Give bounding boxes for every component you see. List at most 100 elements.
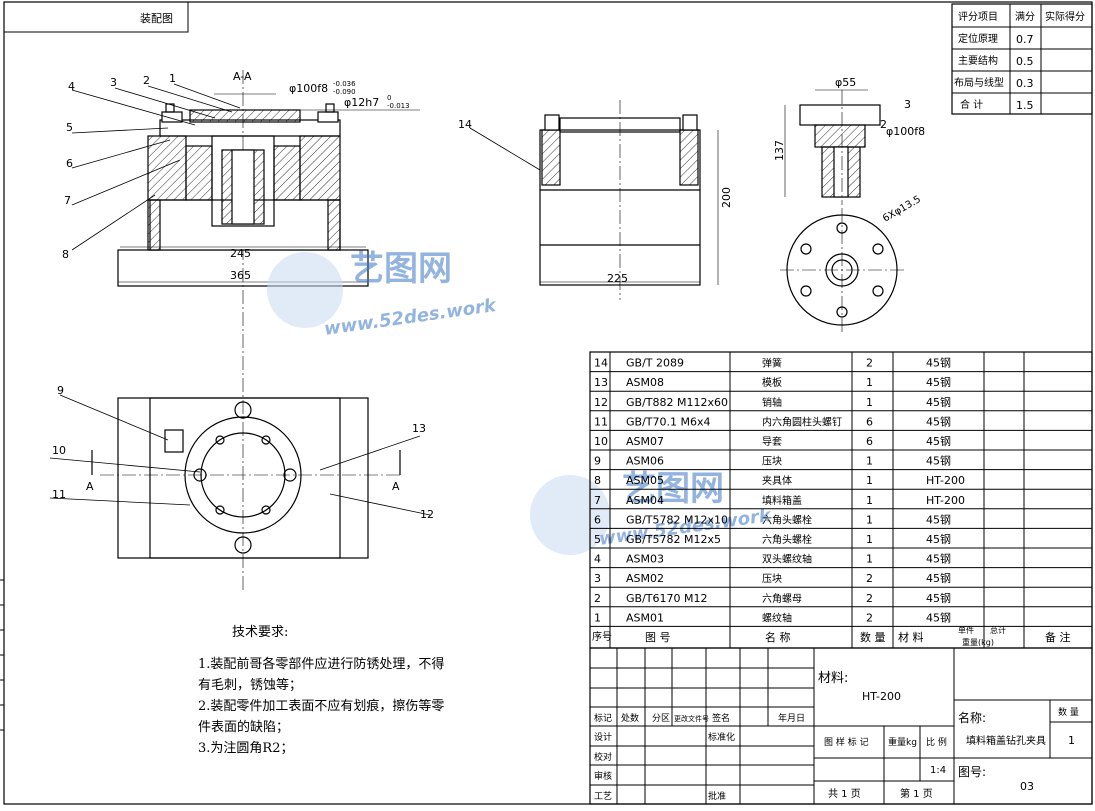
bom-cell-code: GB/T882 M112x60 <box>626 396 728 409</box>
dim-200: 200 <box>720 187 733 208</box>
balloon-5: 5 <box>66 121 73 134</box>
side-section-view <box>784 89 881 205</box>
bom-cell-no: 2 <box>594 592 601 605</box>
bom-header-weight: 重量(kg) <box>962 637 994 647</box>
score-row-full: 1.5 <box>1016 99 1034 112</box>
tb-label: 签名 <box>712 712 730 724</box>
balloon-7: 7 <box>64 194 71 207</box>
bom-cell-material: HT-200 <box>926 474 965 487</box>
bom-cell-code: ASM08 <box>626 376 664 389</box>
bom-header-code: 图 号 <box>645 631 671 644</box>
bom-cell-code: GB/T70.1 M6x4 <box>626 415 710 428</box>
tb-review: 审核 <box>594 770 612 782</box>
bom-cell-no: 14 <box>594 357 608 370</box>
bom-cell-no: 3 <box>594 572 601 585</box>
tb-design: 设计 <box>594 731 612 743</box>
bom-header-total: 总计 <box>990 625 1006 635</box>
balloon-1: 1 <box>169 72 176 85</box>
tb-label: 分区 <box>652 713 670 724</box>
tb-qty-label: 数 量 <box>1058 706 1079 718</box>
bom-cell-name: 螺纹轴 <box>762 611 792 624</box>
dim-d100f8: φ100f8 <box>289 82 328 95</box>
tb-drawing-no-label: 图号: <box>958 765 986 779</box>
bom-cell-qty: 1 <box>866 513 873 526</box>
balloon-6: 6 <box>66 157 73 170</box>
bom-cell-name: 销轴 <box>762 396 782 409</box>
bom-cell-qty: 6 <box>866 415 873 428</box>
bom-cell-name: 内六角圆柱头螺钉 <box>762 415 842 428</box>
score-table: 评分项目 满分 实际得分 定位原理 0.7 主要结构 0.5 布局与线型 0.3… <box>951 3 1093 115</box>
dim-d12h7-upper: 0 <box>387 94 391 102</box>
bom-cell-code: ASM03 <box>626 553 664 566</box>
bom-cell-material: 45钢 <box>926 533 951 546</box>
bom-cell-qty: 2 <box>866 572 873 585</box>
score-row-item: 合 计 <box>960 98 983 111</box>
tb-pages-total: 共 1 页 <box>828 788 861 800</box>
bom-cell-no: 1 <box>594 611 601 624</box>
watermark-brand: 艺图网 <box>350 249 452 289</box>
bom-cell-material: 45钢 <box>926 376 951 389</box>
score-header-actual: 实际得分 <box>1045 10 1085 23</box>
bom-cell-qty: 2 <box>866 611 873 624</box>
tech-req-line: 1.装配前哥各零部件应进行防锈处理，不得 <box>198 657 445 672</box>
bom-cell-material: 45钢 <box>926 396 951 409</box>
bom-cell-code: GB/T5782 M12x5 <box>626 533 721 546</box>
score-row-full: 0.7 <box>1016 33 1034 46</box>
bom-cell-material: 45钢 <box>926 611 951 624</box>
bom-cell-no: 10 <box>594 435 608 448</box>
dim-d55: φ55 <box>835 76 856 89</box>
watermark: 艺图网 www.52des.work <box>267 249 498 340</box>
front-view <box>539 100 719 300</box>
tb-name-value: 填料箱盖钻孔夹具 <box>966 734 1046 747</box>
bom-header-mat: 材 料 <box>898 630 924 644</box>
bom-cell-qty: 1 <box>866 474 873 487</box>
plan-leaders <box>49 394 431 516</box>
bom-cell-name: 压块 <box>762 573 782 585</box>
bom-cell-code: GB/T6170 M12 <box>626 592 707 605</box>
score-header-full: 满分 <box>1015 11 1035 23</box>
bom-cell-material: 45钢 <box>926 513 951 526</box>
tb-drawing-no: 03 <box>1020 780 1034 793</box>
dim-3: 3 <box>904 98 911 111</box>
bom-cell-name: 填料箱盖 <box>762 494 802 507</box>
bom-cell-no: 7 <box>594 494 601 507</box>
bom-cell-code: GB/T 2089 <box>626 357 684 370</box>
dim-2: 2 <box>880 118 887 131</box>
bom-cell-name: 夹具体 <box>762 474 792 487</box>
balloon-2: 2 <box>143 74 150 87</box>
bom-cell-no: 8 <box>594 474 601 487</box>
dim-d12h7-lower: -0.013 <box>387 102 410 110</box>
tb-page: 第 1 页 <box>900 787 933 800</box>
balloon-8: 8 <box>62 248 69 261</box>
material-value: HT-200 <box>862 690 901 703</box>
bom-cell-material: HT-200 <box>926 494 965 507</box>
bom-cell-qty: 1 <box>866 376 873 389</box>
tb-weight: 重量kg <box>888 736 917 748</box>
bom-cell-code: ASM04 <box>626 494 664 507</box>
bom-cell-no: 13 <box>594 376 608 389</box>
tb-stage: 图 样 标 记 <box>824 736 869 748</box>
watermark-url: www.52des.work <box>323 295 498 340</box>
cut-a-left: A <box>86 480 94 493</box>
dim-365: 365 <box>230 269 251 282</box>
bom-cell-name: 六角螺母 <box>762 593 802 605</box>
bom-cell-no: 9 <box>594 455 601 468</box>
bom-header-no: 序号 <box>592 630 612 643</box>
bom-cell-qty: 1 <box>866 455 873 468</box>
bom-cell-qty: 1 <box>866 553 873 566</box>
tech-req-line: 件表面的缺陷； <box>198 720 290 735</box>
bom-cell-no: 6 <box>594 513 601 526</box>
bom-cell-qty: 2 <box>866 357 873 370</box>
dim-245: 245 <box>230 247 251 260</box>
score-row-item: 定位原理 <box>958 32 998 45</box>
dim-137: 137 <box>773 140 786 161</box>
balloon-13: 13 <box>412 422 426 435</box>
bom-cell-name: 双头螺纹轴 <box>762 553 812 566</box>
tech-req-line: 3.为注圆角R2； <box>198 741 294 756</box>
dim-d100f8-upper: -0.036 <box>333 80 356 88</box>
score-row-full: 0.5 <box>1016 55 1034 68</box>
bom-cell-material: 45钢 <box>926 455 951 468</box>
bom-cell-no: 5 <box>594 533 601 546</box>
